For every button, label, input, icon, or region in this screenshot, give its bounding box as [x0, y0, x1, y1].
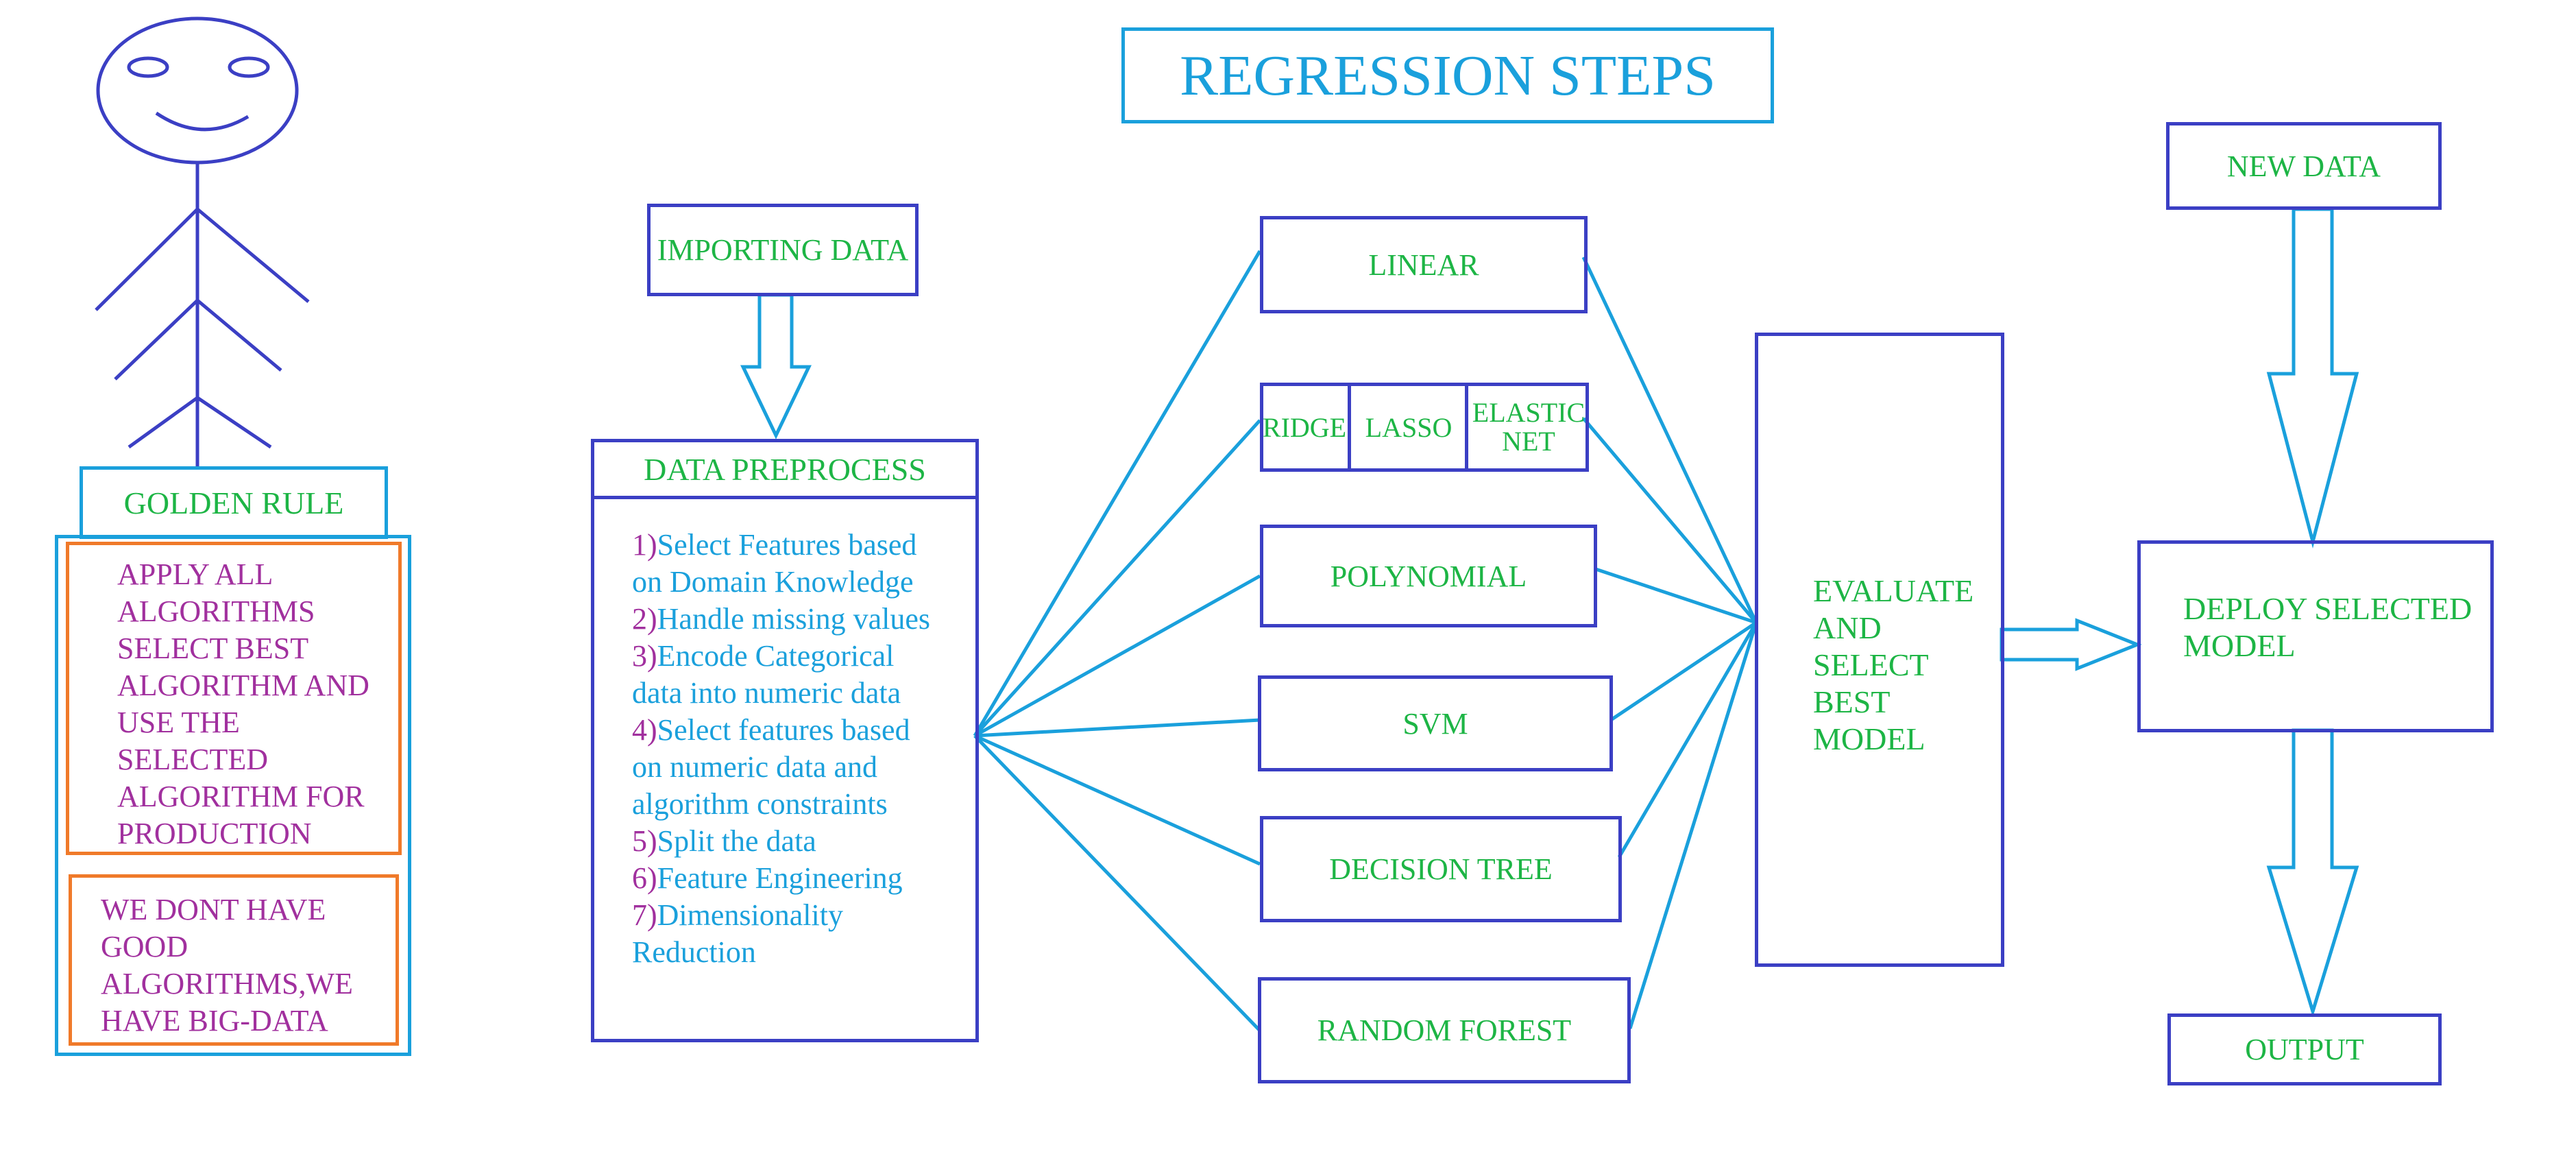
preprocess-step: 2)Handle missing values	[632, 602, 931, 636]
preprocess-step-cont: Reduction	[632, 935, 756, 969]
connector-svm-evaluate	[1609, 621, 1758, 722]
preprocess-steps-list: 1)Select Features based on Domain Knowle…	[632, 527, 975, 971]
preprocess-step-cont: on numeric data and	[632, 750, 877, 784]
preprocess-step: 7)Dimensionality	[632, 898, 843, 932]
arrow-newdata-to-deploy	[2266, 207, 2359, 549]
preprocess-step-cont: data into numeric data	[632, 676, 901, 710]
connector-linear-evaluate	[1581, 256, 1758, 624]
model-regularized-group	[1260, 383, 1589, 472]
evaluate-box: EVALUATE AND SELECT BEST MODEL	[1755, 333, 2004, 967]
connector-random-forest-evaluate	[1628, 622, 1758, 1029]
model-polynomial-box: POLYNOMIAL	[1260, 525, 1597, 627]
connector-preprocess-polynomial	[973, 574, 1261, 738]
output-label: OUTPUT	[2245, 1033, 2364, 1066]
model-svm-label: SVM	[1402, 706, 1468, 741]
arrow-deploy-to-output	[2266, 728, 2359, 1018]
model-svm-box: SVM	[1258, 675, 1613, 771]
preprocess-step: 1)Select Features based	[632, 528, 917, 562]
model-elastic-label-1: ELASTIC	[1472, 397, 1585, 428]
connector-preprocess-random-forest	[973, 734, 1261, 1032]
preprocess-step-cont: on Domain Knowledge	[632, 565, 914, 599]
person-icon	[95, 16, 310, 466]
model-polynomial-label: POLYNOMIAL	[1330, 559, 1527, 593]
preprocess-step: 3)Encode Categorical	[632, 639, 895, 673]
arrow-import-to-preprocess	[740, 293, 812, 440]
golden-rule-text-1: APPLY ALL ALGORITHMS SELECT BEST ALGORIT…	[117, 557, 369, 850]
model-ridge-cell: RIDGE	[1260, 383, 1349, 472]
model-random-forest-box: RANDOM FOREST	[1258, 977, 1631, 1083]
model-decision-tree-label: DECISION TREE	[1329, 852, 1553, 886]
golden-rule-box-2: WE DONT HAVE GOOD ALGORITHMS,WE HAVE BIG…	[69, 874, 399, 1046]
golden-rule-label-text: GOLDEN RULE	[123, 485, 344, 520]
preprocess-step: 5)Split the data	[632, 824, 816, 858]
preprocess-step: 6)Feature Engineering	[632, 861, 903, 895]
importing-data-box: IMPORTING DATA	[647, 204, 919, 296]
data-preprocess-label: DATA PREPROCESS	[644, 451, 926, 487]
model-linear-box: LINEAR	[1260, 216, 1588, 313]
connector-polynomial-evaluate	[1595, 567, 1757, 625]
preprocess-step: 4)Select features based	[632, 713, 910, 747]
golden-rule-text-2: WE DONT HAVE GOOD ALGORITHMS,WE HAVE BIG…	[101, 893, 353, 1037]
model-linear-label: LINEAR	[1368, 248, 1479, 282]
new-data-label: NEW DATA	[2226, 149, 2381, 183]
divider	[1348, 383, 1351, 472]
connector-preprocess-ridge	[973, 419, 1261, 737]
deploy-text: DEPLOY SELECTED MODEL	[2183, 591, 2472, 663]
evaluate-text: EVALUATE AND SELECT BEST MODEL	[1813, 573, 1974, 756]
divider	[1465, 383, 1468, 472]
output-box: OUTPUT	[2167, 1013, 2442, 1085]
page-title-text: REGRESSION STEPS	[1180, 43, 1716, 108]
page-title: REGRESSION STEPS	[1121, 27, 1774, 123]
golden-rule-label: GOLDEN RULE	[80, 466, 388, 539]
new-data-box: NEW DATA	[2166, 122, 2442, 210]
data-preprocess-header: DATA PREPROCESS	[591, 439, 979, 499]
model-decision-tree-box: DECISION TREE	[1260, 816, 1622, 922]
golden-rule-panel	[55, 535, 411, 1056]
golden-rule-box-1: APPLY ALL ALGORITHMS SELECT BEST ALGORIT…	[66, 542, 402, 855]
arrow-evaluate-to-deploy	[2000, 618, 2142, 671]
model-elastic-label-2: NET	[1502, 426, 1555, 457]
connector-decision-tree-evaluate	[1617, 621, 1758, 859]
importing-data-label: IMPORTING DATA	[657, 233, 909, 267]
deploy-box: DEPLOY SELECTED MODEL	[2137, 540, 2494, 732]
preprocess-step-cont: algorithm constraints	[632, 787, 888, 821]
connector-preprocess-svm	[974, 718, 1261, 738]
model-lasso-cell: LASSO	[1351, 383, 1466, 472]
model-lasso-label: LASSO	[1365, 411, 1453, 443]
connector-preprocess-linear	[973, 250, 1262, 737]
connector-ridge-evaluate	[1582, 417, 1758, 624]
model-random-forest-label: RANDOM FOREST	[1317, 1013, 1572, 1047]
model-ridge-label: RIDGE	[1262, 411, 1347, 443]
model-elastic-net-cell: ELASTIC NET	[1468, 383, 1589, 472]
connector-preprocess-decision-tree	[973, 734, 1261, 866]
